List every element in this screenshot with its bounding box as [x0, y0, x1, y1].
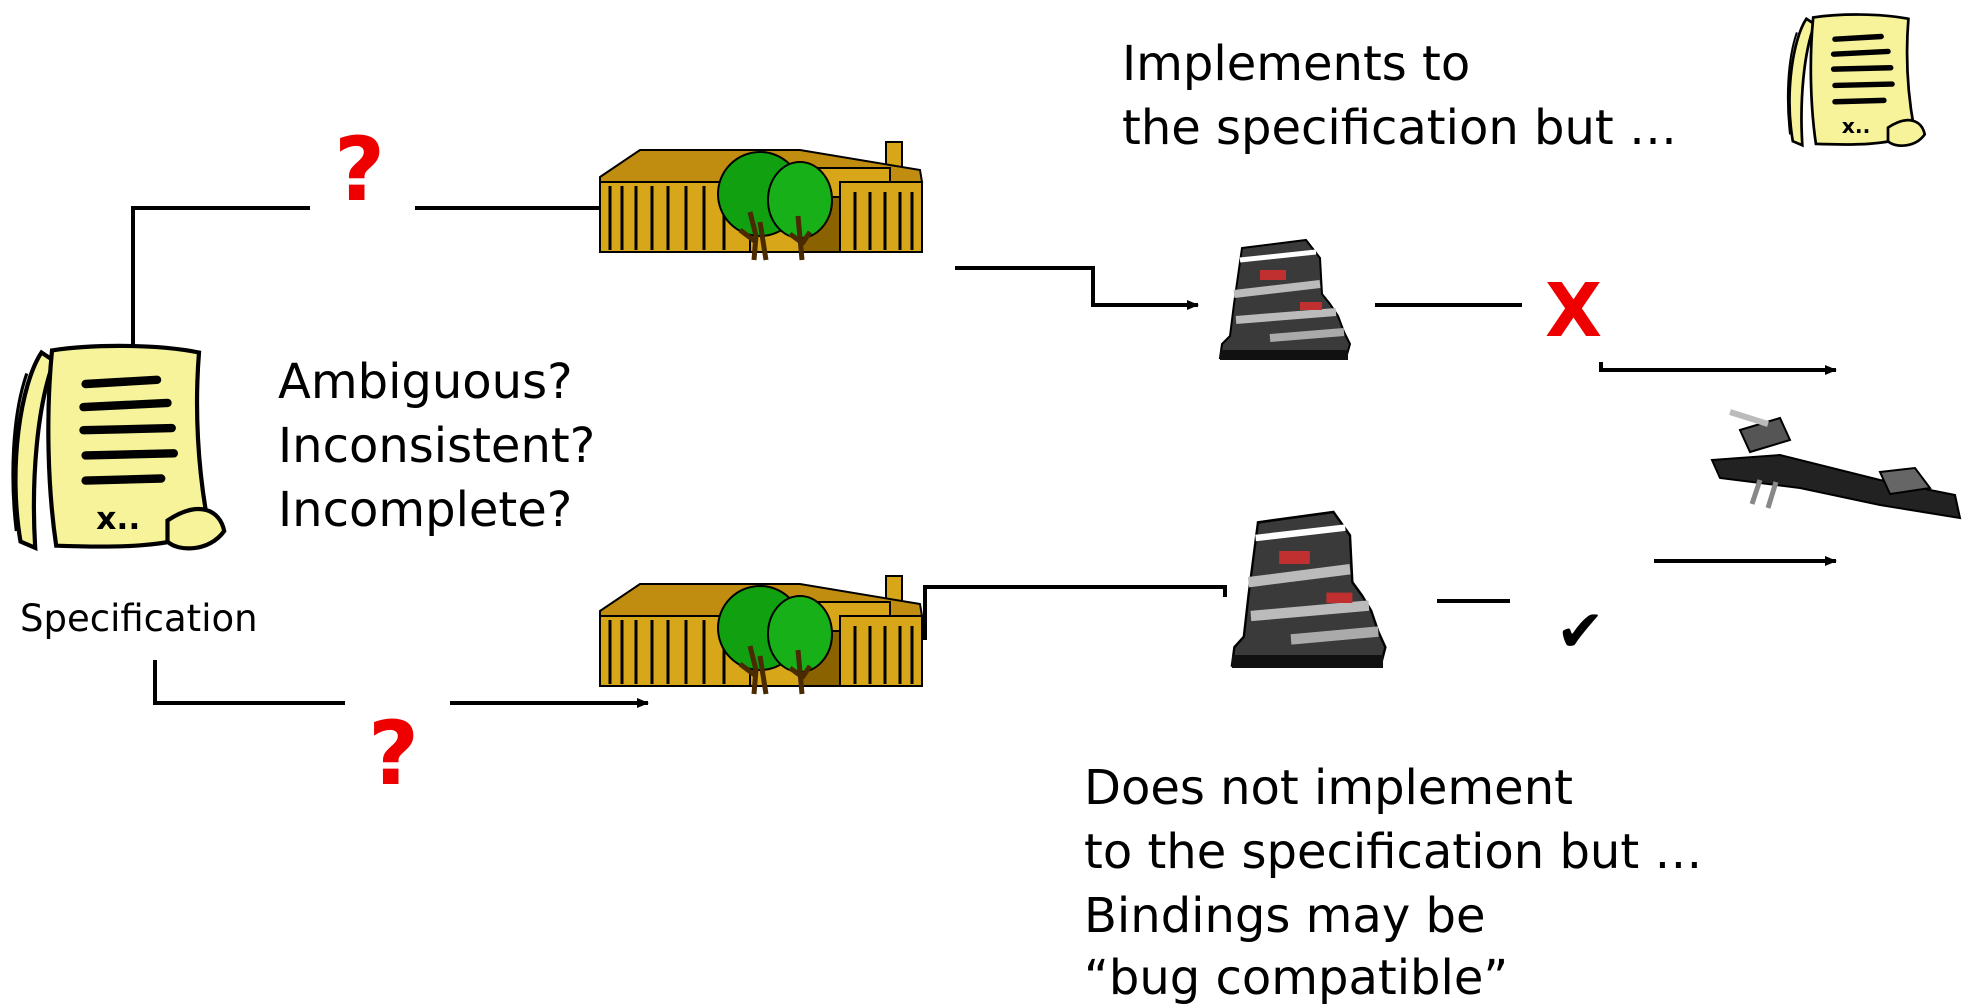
x-mark-icon: X	[1545, 268, 1603, 354]
lower-question-mark: ?	[368, 702, 420, 805]
factory-building-icon	[600, 576, 922, 694]
lower-note-line-3: Bindings may be	[1084, 888, 1486, 944]
factory-building-icon	[600, 142, 922, 260]
lower-note-line-2: to the specification but …	[1084, 824, 1703, 880]
spec-question-incomplete: Incomplete?	[278, 482, 573, 538]
spec-question-inconsistent: Inconsistent?	[278, 418, 596, 474]
upper-note-line-1: Implements to	[1122, 36, 1471, 92]
ski-binding-icon	[1710, 409, 1962, 520]
lower-note-line-1: Does not implement	[1084, 760, 1573, 816]
scroll-document-icon	[13, 346, 224, 548]
upper-note-line-2: the specification but …	[1122, 100, 1677, 156]
ski-boot-icon	[1232, 512, 1385, 668]
specification-label: Specification	[20, 597, 258, 640]
lower-path-connectors	[153, 556, 1837, 708]
check-mark-icon: ✔	[1556, 597, 1605, 665]
lower-note-line-4: “bug compatible”	[1084, 950, 1509, 1006]
scroll-document-icon	[1788, 15, 1925, 146]
upper-question-mark: ?	[334, 118, 386, 221]
spec-question-ambiguous: Ambiguous?	[278, 354, 573, 410]
ski-boot-icon	[1220, 240, 1350, 360]
